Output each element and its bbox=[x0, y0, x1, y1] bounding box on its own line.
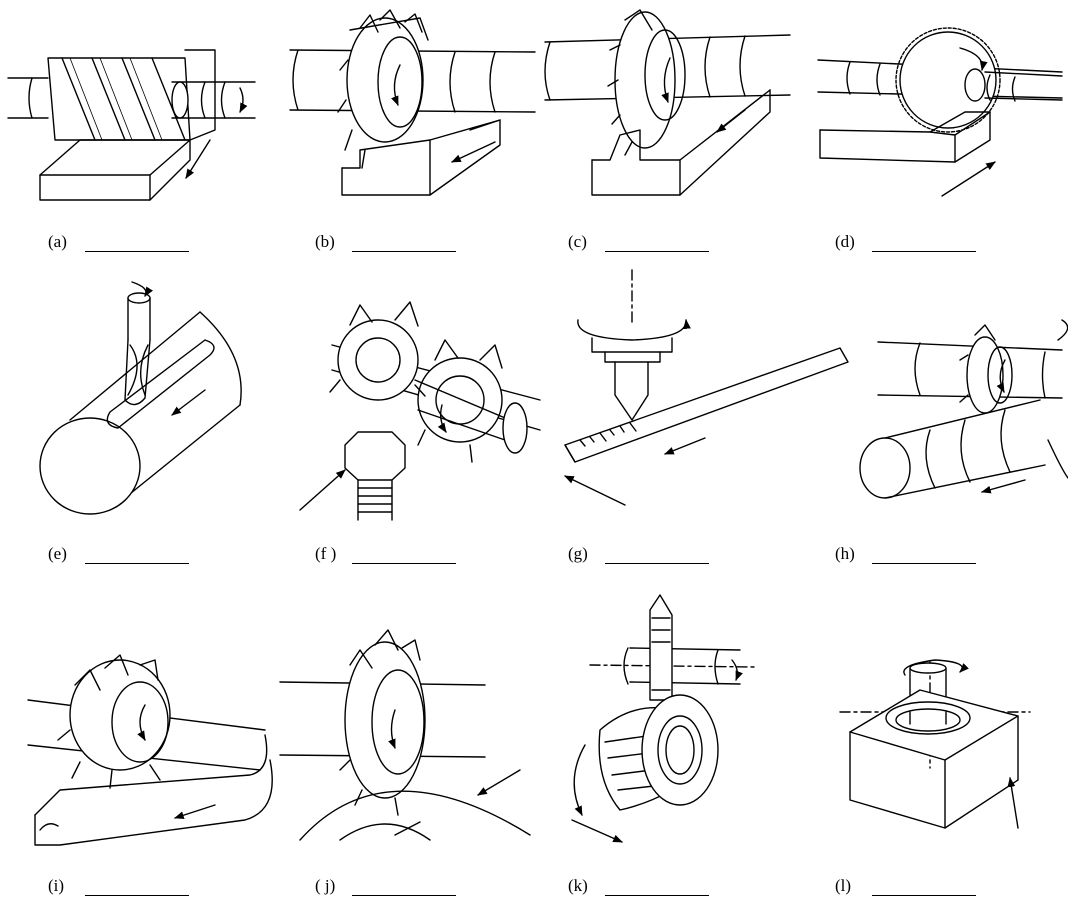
figure-label-k: (k) bbox=[568, 876, 588, 895]
figure-label-f: (f ) bbox=[315, 544, 337, 563]
answer-blank-k bbox=[605, 895, 709, 896]
figure-label-g: (g) bbox=[568, 544, 588, 563]
figure-label-h: (h) bbox=[835, 544, 855, 563]
caption-j: ( j) bbox=[315, 876, 515, 900]
answer-blank-l bbox=[872, 895, 976, 896]
figure-g-scale-engraving bbox=[564, 269, 849, 506]
figure-f-gang-milling bbox=[299, 301, 541, 521]
figure-d-slitting-saw bbox=[817, 27, 1063, 197]
answer-blank-h bbox=[872, 563, 976, 564]
figure-j-concave-milling bbox=[279, 629, 531, 841]
figure-label-c: (c) bbox=[568, 232, 587, 251]
caption-g: (g) bbox=[568, 544, 768, 568]
answer-blank-i bbox=[85, 895, 189, 896]
caption-e: (e) bbox=[48, 544, 248, 568]
caption-d: (d) bbox=[835, 232, 1035, 256]
figure-c-slot-milling bbox=[544, 9, 791, 196]
figure-h-spline-milling bbox=[859, 319, 1068, 499]
caption-f: (f ) bbox=[315, 544, 515, 568]
caption-c: (c) bbox=[568, 232, 768, 256]
figure-label-l: (l) bbox=[835, 876, 852, 895]
answer-blank-e bbox=[85, 563, 189, 564]
figure-i-form-milling bbox=[27, 654, 273, 846]
caption-l: (l) bbox=[835, 876, 1035, 900]
caption-b: (b) bbox=[315, 232, 515, 256]
answer-blank-a bbox=[85, 251, 189, 252]
caption-a: (a) bbox=[48, 232, 248, 256]
figure-label-j: ( j) bbox=[315, 876, 336, 895]
figure-l-face-milling bbox=[839, 659, 1031, 829]
figure-e-keyway-milling bbox=[39, 281, 242, 515]
caption-i: (i) bbox=[48, 876, 248, 900]
answer-blank-j bbox=[352, 895, 456, 896]
figure-label-a: (a) bbox=[48, 232, 67, 251]
answer-blank-d bbox=[872, 251, 976, 252]
answer-blank-c bbox=[605, 251, 709, 252]
figure-label-b: (b) bbox=[315, 232, 335, 251]
caption-k: (k) bbox=[568, 876, 768, 900]
figure-b-side-milling bbox=[289, 9, 536, 196]
answer-blank-b bbox=[352, 251, 456, 252]
answer-blank-g bbox=[605, 563, 709, 564]
figure-label-e: (e) bbox=[48, 544, 67, 563]
figure-k-gear-hobbing bbox=[571, 594, 756, 843]
figure-label-d: (d) bbox=[835, 232, 855, 251]
caption-h: (h) bbox=[835, 544, 1035, 568]
answer-blank-f bbox=[352, 563, 456, 564]
figure-a-slab-milling bbox=[7, 49, 256, 201]
figure-label-i: (i) bbox=[48, 876, 65, 895]
